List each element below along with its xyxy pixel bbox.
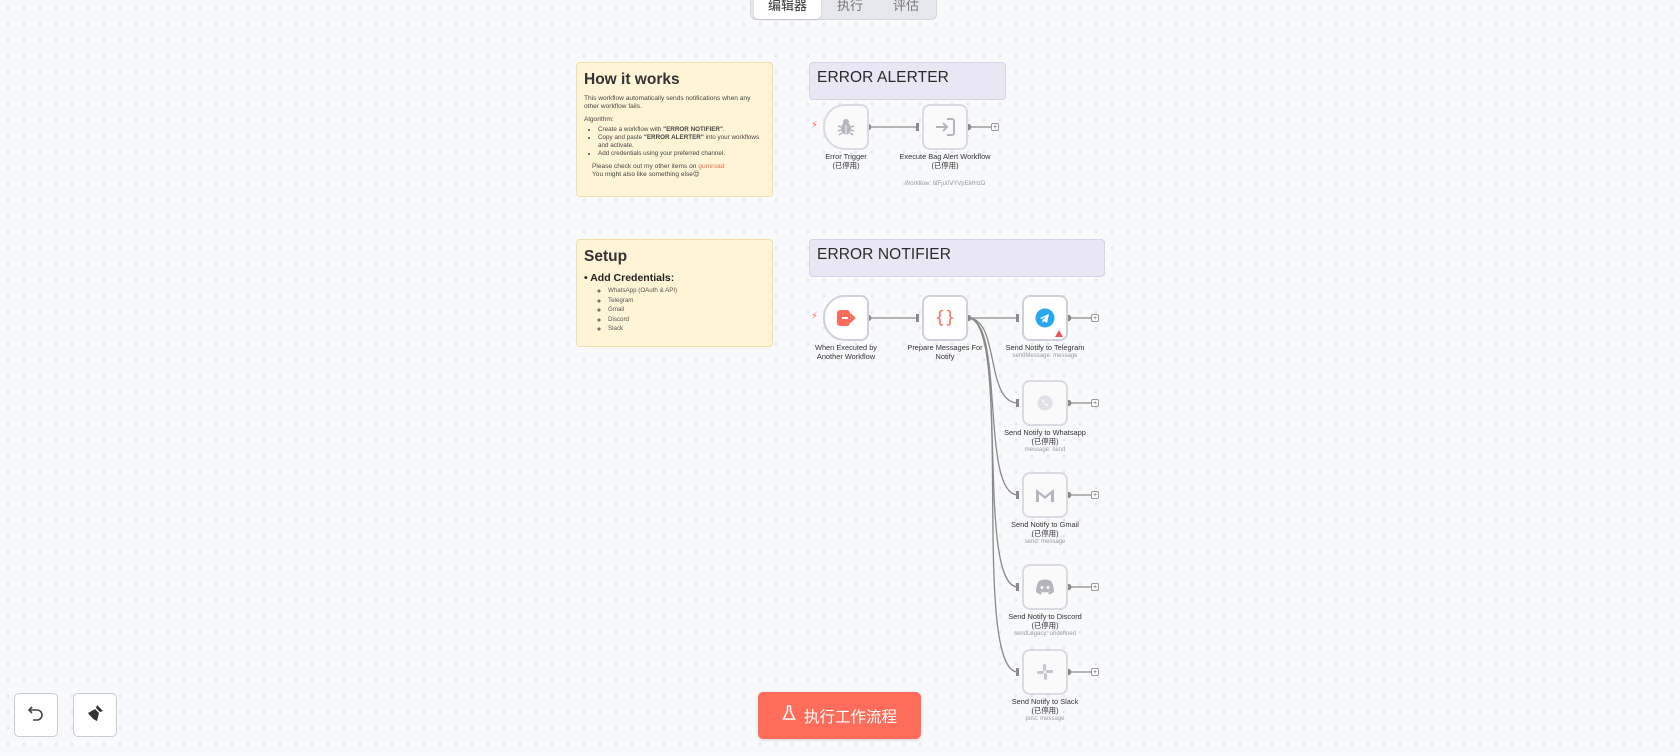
node-send-whatsapp[interactable]: [1022, 380, 1068, 426]
add-node-button[interactable]: +: [1091, 491, 1099, 499]
whatsapp-icon: [1036, 394, 1054, 412]
tidy-up-button[interactable]: [73, 693, 117, 737]
node-subtitle: Workflow: 6fFju0VYVpEMHzD: [904, 181, 986, 187]
bug-icon: [836, 117, 856, 137]
node-error-trigger[interactable]: [823, 104, 869, 150]
node-subtitle: sendLegacy: undefined: [1013, 631, 1077, 637]
code-braces-icon: {}: [934, 308, 956, 328]
credential-item: Discord: [608, 315, 765, 325]
add-node-button[interactable]: +: [1091, 399, 1099, 407]
add-node-button[interactable]: +: [1091, 668, 1099, 676]
credentials-list: WhatsApp (OAuth & API) Telegram Gmail Di…: [584, 286, 765, 334]
discord-icon: [1035, 579, 1055, 595]
node-prepare-messages[interactable]: {}: [922, 295, 968, 341]
node-label: When Executed by Another Workflow: [814, 343, 878, 361]
node-subtitle: post: message: [1025, 716, 1065, 722]
undo-icon: [27, 704, 45, 727]
algorithm-label: Algorithm:: [584, 116, 614, 123]
execute-workflow-button[interactable]: 执行工作流程: [758, 692, 921, 739]
node-send-gmail[interactable]: [1022, 472, 1068, 518]
note-title: ERROR NOTIFIER: [817, 246, 952, 263]
gmail-icon: [1035, 487, 1055, 503]
node-label: Send Notify to Gmail(已停用): [1011, 520, 1079, 538]
step-3: Add credentials using your preferred cha…: [598, 150, 765, 158]
node-execute-bag-alert[interactable]: [922, 104, 968, 150]
add-node-button[interactable]: +: [1091, 314, 1099, 322]
step-2: Copy and paste "ERROR ALERTER" into your…: [598, 134, 765, 150]
node-subtitle: sendMessage: message: [1012, 353, 1078, 359]
add-node-button[interactable]: +: [1091, 583, 1099, 591]
node-label: Send Notify to Discord(已停用): [1008, 612, 1082, 630]
credential-item: Slack: [608, 324, 765, 334]
node-label: Execute Bag Alert Workflow(已停用): [899, 152, 991, 170]
broom-icon: [85, 703, 105, 728]
node-subtitle: send: message: [1024, 539, 1066, 545]
node-label: Send Notify to Whatsapp(已停用): [1004, 428, 1086, 446]
trigger-bolt-icon: ⚡: [811, 311, 819, 322]
credential-item: WhatsApp (OAuth & API): [608, 286, 765, 296]
credential-item: Gmail: [608, 305, 765, 315]
step-1: Create a workflow with "ERROR NOTIFIER".: [598, 126, 765, 134]
node-when-executed[interactable]: [823, 295, 869, 341]
note-footer: Please check out my other items on gumro…: [592, 163, 725, 178]
warning-icon: [1055, 330, 1063, 337]
note-setup[interactable]: Setup • Add Credentials: WhatsApp (OAuth…: [576, 239, 773, 347]
node-send-discord[interactable]: [1022, 564, 1068, 610]
slack-icon: [1036, 663, 1054, 681]
flask-icon: [782, 705, 796, 726]
gumroad-link[interactable]: gumroad: [698, 163, 725, 170]
add-node-button[interactable]: +: [991, 123, 999, 131]
credential-item: Telegram: [608, 296, 765, 306]
tab-editor[interactable]: 编辑器: [754, 0, 822, 19]
node-send-slack[interactable]: [1022, 649, 1068, 695]
note-intro: This workflow automatically sends notifi…: [584, 95, 751, 110]
undo-button[interactable]: [14, 693, 58, 737]
setup-subtitle: • Add Credentials:: [584, 272, 675, 284]
tab-evaluations[interactable]: 评估: [893, 0, 920, 13]
tab-executions[interactable]: 执行: [837, 0, 864, 13]
execute-label: 执行工作流程: [803, 708, 897, 726]
note-error-alerter[interactable]: ERROR ALERTER: [809, 62, 1006, 100]
node-label: Send Notify to Telegram: [1005, 343, 1085, 352]
node-send-telegram[interactable]: [1022, 295, 1068, 341]
node-label: Error Trigger(已停用): [825, 152, 867, 170]
sign-out-icon: [836, 309, 856, 327]
note-error-notifier[interactable]: ERROR NOTIFIER: [809, 239, 1105, 277]
note-how-it-works[interactable]: How it works This workflow automatically…: [576, 62, 773, 197]
trigger-bolt-icon: ⚡: [811, 120, 819, 131]
algorithm-steps: Create a workflow with "ERROR NOTIFIER".…: [584, 126, 765, 158]
note-title: ERROR ALERTER: [817, 69, 949, 86]
sign-in-icon: [935, 118, 955, 136]
node-label: Prepare Messages For Notify: [907, 343, 983, 361]
telegram-icon: [1035, 308, 1055, 328]
node-label: Send Notify to Slack(已停用): [1011, 697, 1079, 715]
note-title: Setup: [584, 248, 628, 265]
note-title: How it works: [584, 71, 680, 88]
node-subtitle: message: send: [1024, 447, 1066, 453]
view-tabs: 编辑器 执行 评估: [750, 0, 938, 20]
